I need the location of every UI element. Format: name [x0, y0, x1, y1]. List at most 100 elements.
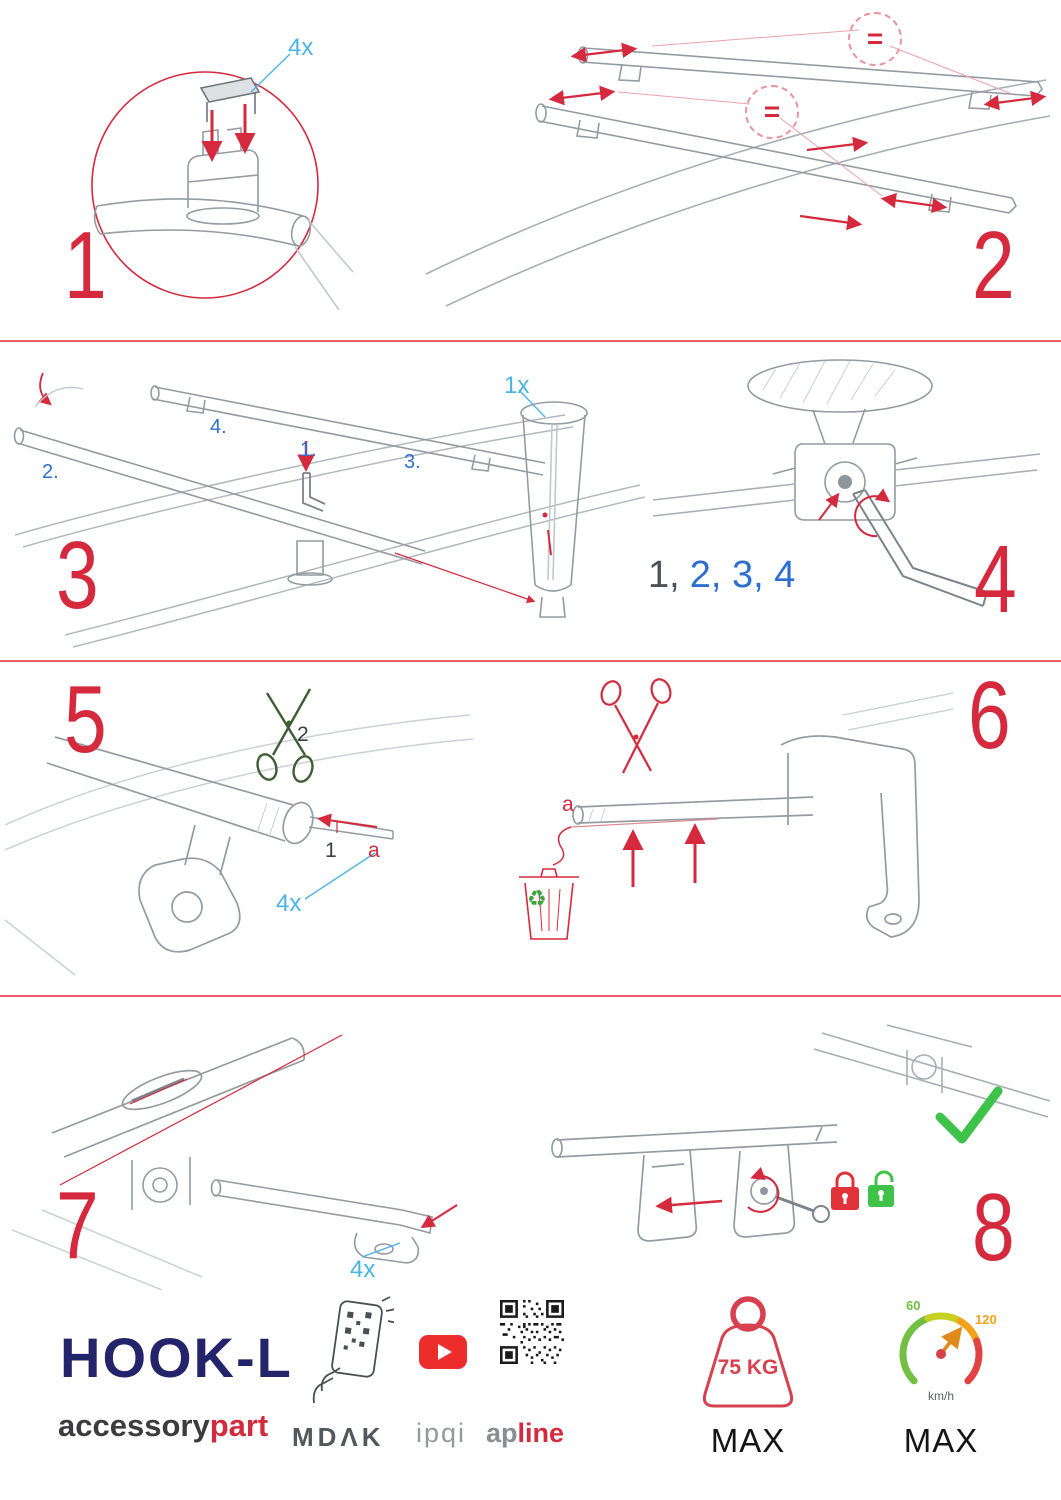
step2-illustration — [425, 29, 1051, 307]
sequence-first: 1, — [648, 554, 680, 596]
roof-rails — [14, 414, 645, 648]
key-icon — [775, 1195, 830, 1223]
step5-qty-label: 4x — [276, 890, 302, 917]
step4-number: 4 — [974, 526, 1017, 633]
spacing-arrows — [548, 42, 1047, 231]
weight-value: 75 KG — [718, 1356, 779, 1379]
logo-mdak: MDΛK — [292, 1422, 385, 1452]
step6-number: 6 — [968, 662, 1011, 769]
clamp-detail — [131, 1157, 191, 1210]
brand-logo: accessorypart — [58, 1410, 268, 1441]
step4-sequence: 1,2, 3, 4 — [648, 556, 795, 594]
step7-qty-label: 4x — [350, 1256, 376, 1283]
step1-number: 1 — [64, 212, 107, 319]
step3-illustration — [13, 372, 645, 648]
crossbar-end — [572, 796, 814, 825]
equal-leader-lines — [617, 29, 1013, 197]
crossbars — [13, 385, 546, 586]
section-divider-1 — [0, 340, 1061, 342]
max-weight-icon: 75 KG — [702, 1296, 794, 1408]
clamp-below — [138, 824, 241, 953]
step5-strap-label: 1 — [325, 839, 337, 862]
bar-underside — [747, 359, 933, 445]
gauge-green-arc — [899, 1314, 932, 1385]
magnifier-circle — [91, 71, 319, 299]
speed-max-label: MAX — [903, 1422, 979, 1459]
speed-unit: km/h — [928, 1389, 954, 1403]
step7-illustration — [12, 1034, 458, 1290]
gauge-red-arc — [964, 1337, 983, 1385]
step1-illustration — [91, 53, 354, 311]
recycle-icon: ♻ — [527, 886, 547, 911]
allen-key — [852, 489, 988, 607]
roof-rails — [425, 79, 1051, 307]
equal-badge-top: = — [848, 12, 902, 66]
roof-edge — [5, 714, 474, 976]
check-icon — [935, 1086, 1003, 1144]
step3-sub1: 1. — [300, 439, 317, 461]
logo-apline-red: line — [517, 1418, 565, 1448]
step6-a-label: a — [562, 793, 574, 816]
gauge-yellow-arc — [924, 1312, 964, 1325]
youtube-icon — [419, 1335, 467, 1369]
step8-illustration — [551, 1024, 1051, 1242]
clamp-body — [186, 127, 260, 225]
logo-apline: apline — [486, 1420, 564, 1447]
lock-closed-icon — [831, 1171, 859, 1210]
roof-bar — [93, 198, 354, 311]
equal-sign: = — [763, 96, 781, 127]
scissors-icon — [600, 678, 672, 774]
step3-qty-label: 1x — [504, 372, 530, 399]
end-cap-parts — [210, 1179, 433, 1264]
red-marks — [38, 372, 552, 603]
phone-qr-icon — [312, 1296, 394, 1404]
brand-black: accessory — [58, 1408, 210, 1443]
product-name: HOOK-L — [60, 1326, 293, 1389]
section-divider-2 — [0, 660, 1061, 662]
rubber-insert-part — [199, 77, 261, 122]
rear-crossbar — [577, 46, 1043, 110]
step6-illustration — [519, 678, 953, 940]
step7-number: 7 — [56, 1172, 99, 1279]
step3-sub2: 2. — [42, 461, 59, 483]
red-arrows — [655, 1166, 780, 1214]
brand-red: part — [209, 1408, 269, 1443]
qty-pointer-line — [304, 852, 376, 900]
speed-low: 60 — [906, 1298, 920, 1313]
detail-swoosh — [34, 386, 84, 408]
speedometer-icon: 60 120 km/h — [899, 1298, 997, 1403]
gauge-center — [936, 1349, 946, 1359]
pull-arrow — [317, 813, 378, 833]
section-divider-3 — [0, 995, 1061, 997]
step5-a-label: a — [368, 839, 380, 862]
clamp-knob — [772, 443, 918, 521]
step3-sub3: 3. — [404, 451, 421, 473]
qty-pointer-line — [361, 1242, 401, 1258]
step4-illustration — [652, 359, 1041, 607]
qty-pointer-line — [518, 389, 546, 418]
equal-badge-mid: = — [745, 85, 799, 139]
step8-number: 8 — [972, 1174, 1015, 1281]
crossbar — [551, 1124, 838, 1158]
strap-funnel — [520, 401, 588, 618]
qty-pointer-line — [250, 53, 291, 93]
clamp-right-knob — [733, 1144, 796, 1238]
speed-high: 120 — [975, 1312, 997, 1327]
mounted-detail — [813, 1024, 1051, 1118]
allen-key — [302, 472, 326, 512]
logo-ipqi: ipqi — [416, 1418, 467, 1448]
insert-arrows — [201, 104, 256, 162]
roof-bar — [652, 453, 1041, 517]
step5-illustration — [5, 688, 474, 976]
qr-code — [500, 1300, 564, 1364]
step3-number: 3 — [56, 522, 99, 629]
lock-open-icon — [868, 1170, 894, 1207]
step5-number: 5 — [64, 666, 107, 773]
equal-sign: = — [866, 23, 884, 54]
step5-cut-label: 2 — [297, 723, 309, 746]
excess-strap — [308, 816, 394, 840]
aero-bar-open — [51, 1037, 306, 1158]
trash-bin-icon — [519, 868, 579, 940]
scissors-icon — [256, 688, 314, 783]
hook-bracket — [780, 692, 953, 938]
